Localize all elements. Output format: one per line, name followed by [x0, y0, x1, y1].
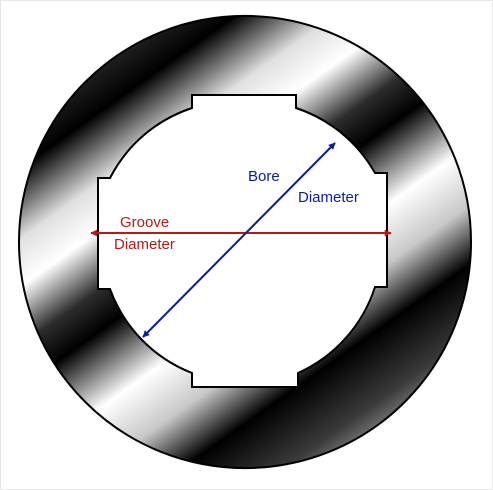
groove-label-line1: Groove — [120, 214, 169, 231]
groove-label-line2: Diameter — [114, 236, 175, 253]
bore-diameter-arrow — [142, 142, 336, 338]
bore-label-line2: Diameter — [298, 189, 359, 206]
ring-body — [17, 15, 473, 469]
bore-label-line1: Bore — [248, 168, 280, 185]
